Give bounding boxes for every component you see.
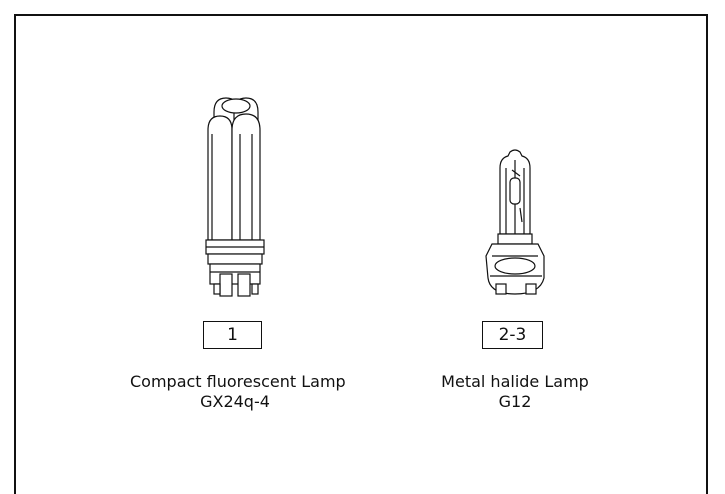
- diagram-frame: [14, 14, 708, 494]
- lamp-number: 1: [227, 325, 238, 345]
- lamp-name: Metal halide Lamp: [441, 372, 589, 391]
- lamp-caption: Metal halide Lamp G12: [400, 372, 630, 412]
- lamp-number-box: 1: [203, 321, 262, 349]
- compact-fluorescent-lamp-illustration: [205, 97, 265, 297]
- lamp-number: 2-3: [498, 325, 527, 345]
- lamp-base-type: G12: [498, 392, 532, 411]
- lamp-number-box: 2-3: [482, 321, 543, 349]
- lamp-base-type: GX24q-4: [200, 392, 270, 411]
- lamp-name: Compact fluorescent Lamp: [130, 372, 346, 391]
- lamp-caption: Compact fluorescent Lamp GX24q-4: [130, 372, 346, 412]
- metal-halide-lamp-illustration: [485, 149, 545, 295]
